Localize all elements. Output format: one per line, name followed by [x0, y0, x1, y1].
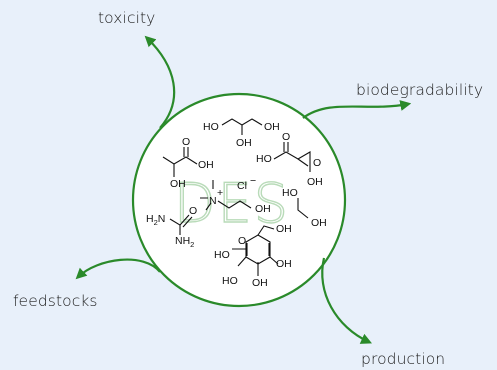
ethylene-glycol-ho: HO — [282, 187, 298, 199]
glycerol-oh-right: OH — [264, 121, 280, 133]
ethylene-glycol-oh: OH — [311, 217, 327, 229]
label-biodegradability: biodegradability — [356, 81, 484, 99]
glycerol-ho-left: HO — [203, 121, 219, 133]
arrow-toxicity — [144, 35, 176, 129]
lactic-acid-oh-bottom: OH — [170, 178, 186, 190]
ethylene-glycol-molecule: HO OH — [282, 187, 327, 229]
glycerol-molecule: HO OH OH — [203, 118, 280, 149]
choline-chloride-molecule: N + OH Cl − — [200, 175, 271, 215]
label-toxicity: toxicity — [98, 9, 156, 27]
urea-o: O — [189, 205, 197, 217]
choline-plus: + — [217, 187, 223, 199]
malonic-acid-o-right: O — [313, 157, 321, 169]
label-feedstocks: feedstocks — [13, 292, 98, 310]
arrow-biodegradability — [302, 100, 412, 119]
malonic-acid-oh-bottom: OH — [307, 176, 323, 188]
glucose-molecule: OH O HO HO OH OH — [214, 223, 292, 289]
malonic-acid-o-top: O — [282, 131, 290, 143]
molecule-structures: HO OH OH O OH OH O HO O OH N + — [146, 118, 327, 289]
arrow-feedstocks — [75, 258, 161, 280]
urea-h2n: H2N — [146, 213, 165, 227]
glucose-oh-right: OH — [276, 258, 292, 270]
chloride-minus: − — [250, 175, 256, 187]
choline-oh: OH — [255, 203, 271, 215]
glucose-ho-left: HO — [214, 249, 230, 261]
glucose-oh-ch2: OH — [276, 223, 292, 235]
chloride-cl: Cl — [237, 180, 247, 192]
label-production: production — [361, 350, 446, 368]
malonic-acid-molecule: O HO O OH — [256, 131, 323, 188]
lactic-acid-molecule: O OH OH — [162, 136, 214, 190]
glucose-o-ring: O — [238, 235, 246, 247]
glycerol-oh-bottom: OH — [236, 137, 252, 149]
lactic-acid-oh-right: OH — [198, 159, 214, 171]
des-circle — [131, 92, 347, 308]
urea-nh2: NH2 — [175, 235, 194, 249]
urea-molecule: H2N O NH2 — [146, 205, 197, 249]
glucose-oh-bottom: OH — [252, 277, 268, 289]
glucose-ho-bottom-left: HO — [222, 275, 238, 287]
lactic-acid-o-top: O — [182, 136, 190, 148]
des-watermark: DES — [174, 172, 290, 235]
malonic-acid-ho-left: HO — [256, 153, 272, 165]
choline-n: N — [209, 195, 217, 207]
arrow-production — [321, 257, 373, 344]
